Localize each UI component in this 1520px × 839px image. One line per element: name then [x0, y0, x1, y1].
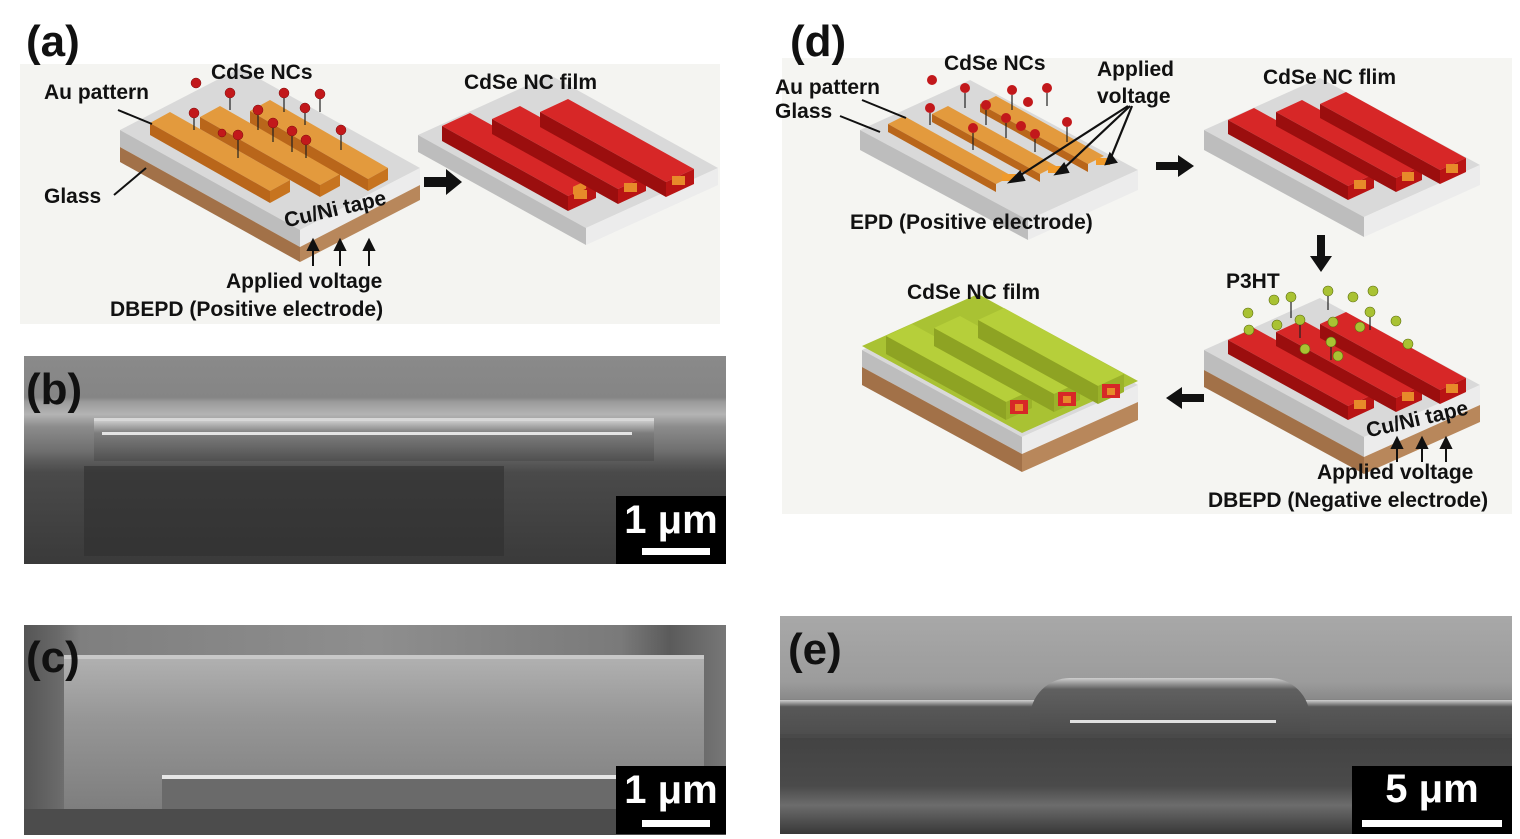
panel-e-letter: (e)	[788, 625, 842, 674]
panel-d-letter: (d)	[790, 17, 847, 66]
a-label-au-pattern: Au pattern	[44, 81, 149, 104]
e-electrode-line	[1070, 720, 1276, 723]
e-scale-bar	[1362, 820, 1502, 827]
a-process-arrow	[424, 169, 462, 195]
c-bottom-dark	[24, 809, 726, 835]
d-bl-p3ht-stripes	[886, 308, 1124, 420]
c-scale-bar	[642, 820, 710, 827]
d-tr-glass-side	[1364, 165, 1480, 237]
b-scale-bar	[642, 548, 710, 555]
a-label-glass: Glass	[44, 185, 102, 208]
d-label-flim: CdSe NC flim	[1263, 66, 1397, 89]
d-arrow-left	[1166, 387, 1204, 409]
a-glass-front	[120, 130, 300, 247]
e-bump	[1030, 678, 1310, 734]
d-label-p3ht: P3HT	[1226, 270, 1280, 293]
d-bl-tape-front	[862, 367, 1022, 472]
e-scale-box: 5 μm	[1352, 766, 1512, 834]
a-voltage-arrows	[306, 237, 376, 266]
d-label-voltage: Applied voltage	[1317, 461, 1474, 484]
d-bl-tape-side	[1022, 402, 1138, 472]
a-label-voltage: Applied voltage	[226, 270, 383, 293]
d-label-applied: Applied	[1097, 58, 1174, 81]
d-arrow-right	[1156, 155, 1194, 177]
a-label-film: CdSe NC film	[464, 71, 598, 94]
d-label-epd: EPD (Positive electrode)	[850, 211, 1093, 234]
d-label-method: DBEPD (Negative electrode)	[1208, 489, 1489, 512]
d-applied-voltage-arrows	[1006, 105, 1134, 184]
b-electrode-line	[102, 432, 632, 435]
d-label-film: CdSe NC film	[907, 281, 1041, 304]
d-tl-nanoparticles	[925, 75, 1072, 139]
d-tr-glass-front	[1204, 130, 1364, 237]
d-tl-np-arrows	[929, 93, 1068, 152]
a-au-leader	[117, 109, 153, 125]
d-p3ht-arrows	[1290, 296, 1371, 360]
a-glass-side	[300, 168, 420, 247]
d-glass-leader	[839, 115, 881, 133]
a-label-cdse-ncs: CdSe NCs	[211, 61, 313, 84]
d-arrow-down	[1310, 235, 1332, 272]
b-scale-label: 1 μm	[624, 498, 718, 542]
b-scale-box: 1 μm	[616, 496, 726, 564]
d-tl-glass-front	[860, 130, 1028, 240]
panel-a-letter: (a)	[26, 17, 80, 66]
panel-b-letter: (b)	[26, 365, 83, 414]
panel-a-diagram	[113, 68, 718, 266]
d-label-glass: Glass	[775, 100, 833, 123]
e-scale-label: 5 μm	[1385, 767, 1479, 811]
panel-c-letter: (c)	[26, 633, 80, 682]
a-tape-side	[300, 185, 420, 262]
panel-b-sem-image	[24, 356, 726, 564]
panel-c-sem-image	[24, 625, 726, 835]
a-film-stripes	[442, 99, 694, 211]
d-br-film-stripes	[1228, 312, 1466, 420]
panel-d-diagram	[839, 75, 1480, 474]
d-br-glass-front	[1204, 350, 1364, 457]
c-electrode-line	[162, 775, 632, 779]
d-bl-glass-front	[862, 350, 1022, 454]
a-film-glass-front	[418, 135, 586, 245]
c-scale-box: 1 μm	[616, 766, 726, 834]
a-au-stripes	[150, 100, 388, 203]
d-p3ht-particles	[1242, 285, 1414, 362]
a-np-arrows	[193, 98, 342, 158]
b-film-layer	[94, 418, 654, 461]
c-scale-label: 1 μm	[624, 768, 718, 812]
d-label-voltage-word: voltage	[1097, 85, 1171, 108]
d-br-tape-front	[1204, 370, 1364, 474]
a-tape-front	[120, 147, 300, 262]
d-label-au-pattern: Au pattern	[775, 76, 880, 99]
d-br-glass-side	[1364, 385, 1480, 457]
a-label-method: DBEPD (Positive electrode)	[110, 298, 384, 321]
d-label-cdse-ncs: CdSe NCs	[944, 52, 1046, 75]
d-tr-film-stripes	[1228, 92, 1466, 200]
d-tl-glass-side	[1028, 170, 1138, 240]
b-substrate-shade	[84, 466, 504, 556]
c-electrode-body	[162, 779, 622, 809]
d-bl-glass-side	[1022, 385, 1138, 454]
d-au-leader	[861, 99, 907, 119]
d-br-voltage-arrows	[1390, 435, 1453, 462]
a-glass-leader	[113, 167, 147, 196]
